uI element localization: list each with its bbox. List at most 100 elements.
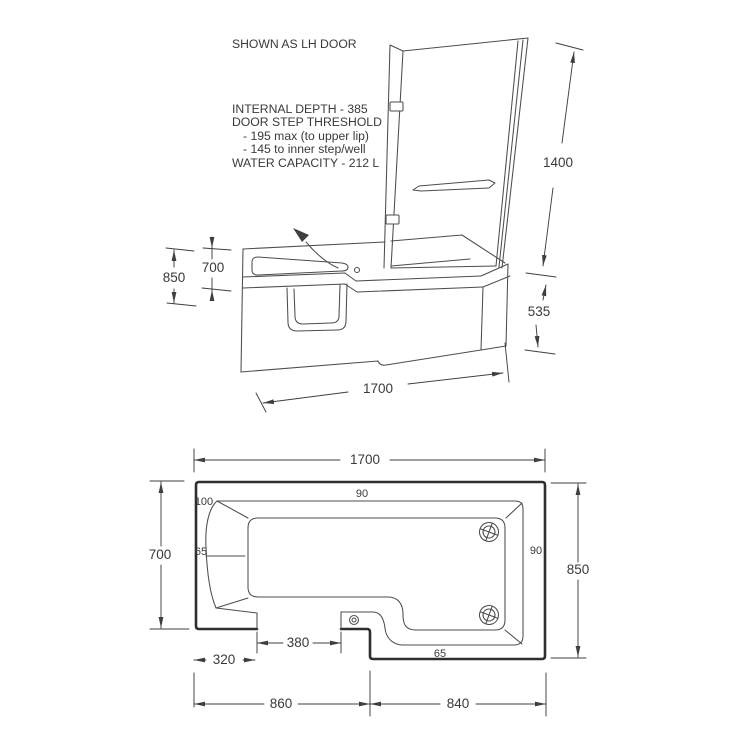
dim-line-right bbox=[407, 371, 504, 385]
dim-text-1700: 1700 bbox=[350, 452, 380, 467]
waste-inner-icon bbox=[351, 617, 357, 623]
ext-tick-bottom bbox=[524, 349, 556, 355]
threshold-max-note: - 195 max (to upper lip) bbox=[243, 129, 369, 143]
dim-text-850: 850 bbox=[567, 562, 590, 577]
plan-view: 100 90 65 90 65 1700 700 bbox=[149, 448, 590, 717]
dim-text-840: 840 bbox=[447, 696, 470, 711]
shower-tray-near-edge bbox=[390, 258, 471, 267]
bath-right-edge bbox=[505, 263, 509, 347]
label-rim-100: 100 bbox=[195, 496, 213, 508]
screen-right-edge bbox=[495, 37, 529, 269]
dim-line-upper bbox=[541, 284, 547, 301]
drain-cross bbox=[480, 606, 498, 624]
dim-line-upper bbox=[561, 51, 575, 144]
screen-bottom-edge bbox=[390, 265, 497, 269]
bath-left-edge bbox=[240, 248, 244, 373]
door-step-threshold-note: DOOR STEP THRESHOLD bbox=[232, 115, 382, 129]
ext-lines bbox=[193, 670, 371, 717]
dim-text-850: 850 bbox=[163, 270, 186, 285]
shower-screen bbox=[383, 37, 529, 269]
drain-top-icon bbox=[478, 521, 500, 543]
dim-line-lower bbox=[542, 187, 554, 267]
dim-text-535: 535 bbox=[528, 304, 551, 319]
plan-rim bbox=[205, 500, 524, 646]
label-rim-top-90: 90 bbox=[356, 488, 368, 500]
rim-lower-edge bbox=[242, 283, 484, 293]
hinge-top-icon bbox=[389, 101, 404, 112]
dim-text-1700: 1700 bbox=[363, 381, 393, 396]
seat-fan-lines bbox=[205, 500, 249, 609]
dim-line-left bbox=[262, 391, 349, 404]
plan-rim-labels: 100 90 65 90 65 bbox=[195, 488, 542, 660]
rim-right-endcap bbox=[480, 263, 511, 288]
label-rim-bottom-65: 65 bbox=[434, 648, 446, 660]
dim-text-700: 700 bbox=[149, 547, 172, 562]
internal-depth-note: INTERNAL DEPTH - 385 bbox=[232, 102, 368, 116]
dim-text-860: 860 bbox=[270, 696, 293, 711]
water-capacity-note: WATER CAPACITY - 212 L bbox=[232, 156, 379, 170]
side-elevation-view: 1400 535 850 700 bbox=[163, 37, 584, 413]
ext-lines bbox=[149, 480, 190, 630]
label-rim-right-90: 90 bbox=[530, 545, 542, 557]
ext-lines bbox=[550, 482, 587, 659]
drain-cross bbox=[480, 523, 498, 541]
ext-line-bottom bbox=[201, 287, 232, 292]
seat-curve bbox=[205, 500, 218, 609]
dim-left-width-700-plan: 700 bbox=[149, 480, 190, 630]
dim-panel-height-535: 535 bbox=[524, 272, 557, 355]
dim-overall-width-850: 850 bbox=[163, 247, 197, 307]
ext-line-bottom bbox=[166, 302, 197, 307]
threshold-inner-note: - 145 to inner step/well bbox=[243, 142, 366, 156]
swing-arrow-head-icon bbox=[293, 228, 309, 242]
dim-length-1700-side: 1700 bbox=[255, 342, 510, 413]
door-latch-knob bbox=[353, 266, 361, 274]
dim-text-320: 320 bbox=[213, 652, 236, 667]
dim-line-lower bbox=[534, 324, 540, 348]
shower-tray-far-edge bbox=[390, 234, 506, 264]
drawing-notes: SHOWN AS LH DOOR INTERNAL DEPTH - 385 DO… bbox=[232, 37, 382, 170]
door-cutout-inner bbox=[293, 284, 341, 325]
dim-text-700: 700 bbox=[202, 260, 225, 275]
dim-left-end-width-700: 700 bbox=[201, 236, 232, 301]
dim-overall-width-850-plan: 850 bbox=[550, 482, 590, 659]
shown-as-label: SHOWN AS LH DOOR bbox=[232, 37, 357, 51]
bath-body-side bbox=[240, 228, 511, 373]
corner-chamfer-lines bbox=[504, 502, 523, 645]
screen-top-edge bbox=[402, 37, 529, 52]
bath-far-rim-edge bbox=[242, 241, 386, 250]
bath-bottom-edge bbox=[240, 345, 507, 373]
ext-tick-mid bbox=[525, 272, 557, 278]
door-cutout-outer bbox=[286, 283, 348, 332]
door-jamb-lines bbox=[215, 607, 342, 630]
dim-text-1400: 1400 bbox=[543, 155, 573, 170]
ext-tick-left bbox=[255, 392, 267, 413]
hinge-bottom-icon bbox=[385, 214, 400, 225]
ext-line-top bbox=[202, 247, 232, 251]
ext-line-right bbox=[504, 342, 510, 383]
dim-door-offset-320: 320 bbox=[193, 652, 256, 667]
dim-right-section-840: 840 bbox=[369, 672, 547, 717]
waste-outer-icon bbox=[348, 614, 360, 626]
screen-hinge-stile bbox=[383, 44, 404, 269]
tub-well-outline bbox=[247, 517, 506, 631]
plan-dimensions: 1700 700 850 380 bbox=[149, 448, 590, 717]
ext-tick-top bbox=[555, 42, 584, 51]
rim-near-edge bbox=[242, 272, 482, 282]
dim-length-1700-plan: 1700 bbox=[193, 448, 546, 473]
swing-arrow-curve bbox=[305, 241, 339, 269]
tub-opening-top bbox=[251, 256, 349, 276]
front-end-corner bbox=[480, 286, 484, 351]
plan-outer-outline bbox=[194, 480, 547, 661]
dim-door-opening-380: 380 bbox=[256, 631, 342, 654]
drain-bottom-icon bbox=[478, 604, 500, 626]
dim-screen-height-1400: 1400 bbox=[542, 42, 584, 267]
dim-text-380: 380 bbox=[287, 635, 310, 650]
side-view-dimensions: 1400 535 850 700 bbox=[163, 42, 584, 413]
door-swing-arrow bbox=[293, 228, 339, 269]
dim-left-section-860: 860 bbox=[193, 670, 371, 717]
label-rim-left-65: 65 bbox=[195, 546, 207, 558]
step-waste bbox=[348, 614, 360, 626]
towel-bar-icon bbox=[412, 179, 496, 192]
